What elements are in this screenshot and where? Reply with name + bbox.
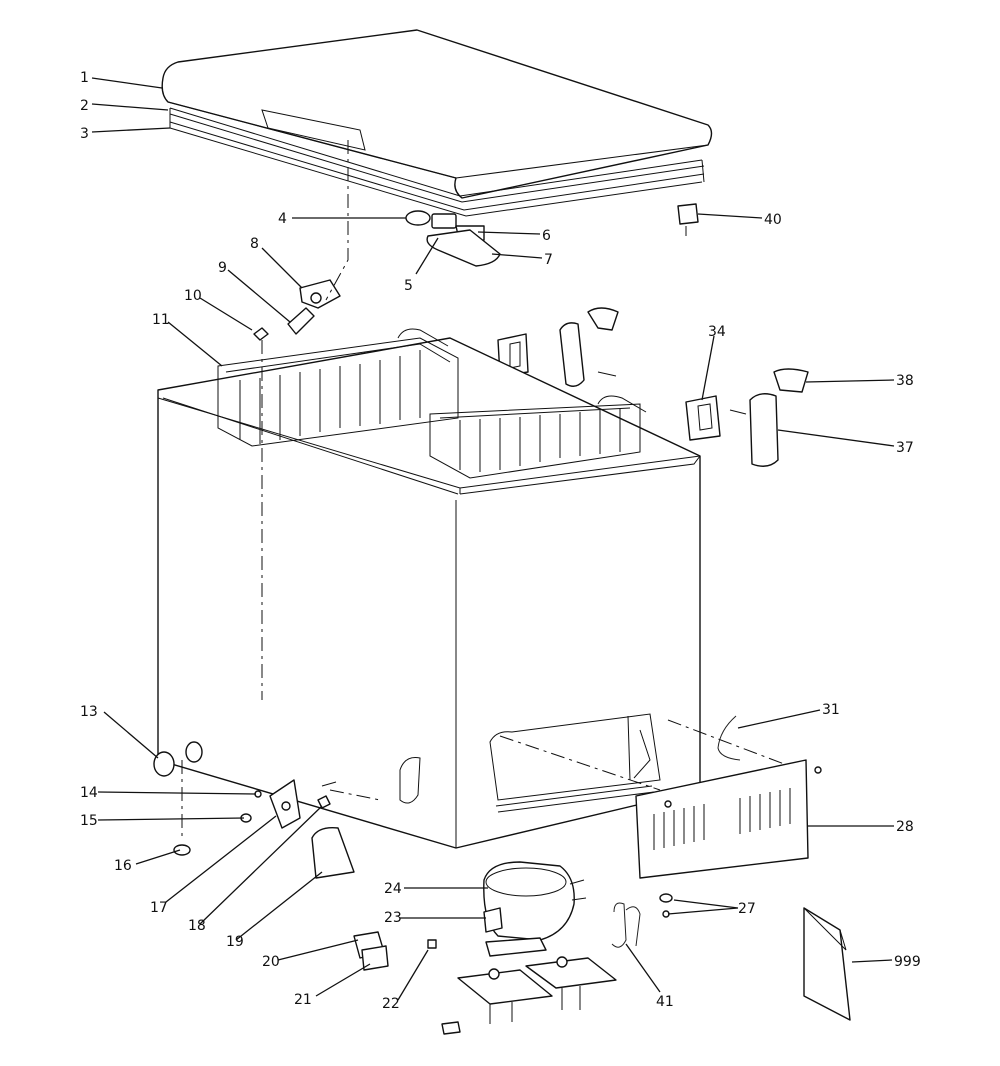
callout-17: 17 [150, 900, 168, 916]
lid-hinge [677, 203, 699, 236]
callout-4: 4 [278, 211, 287, 227]
callout-2: 2 [80, 98, 89, 114]
callout-23: 23 [384, 910, 402, 926]
callout-38: 38 [896, 373, 914, 389]
compressor [483, 861, 587, 957]
callout-labels: 1 2 3 4 5 6 7 8 9 10 11 13 14 15 16 17 1… [80, 70, 921, 1012]
callout-22: 22 [382, 996, 400, 1012]
clip [427, 939, 437, 949]
wire-basket [217, 328, 647, 479]
callout-3: 3 [80, 126, 89, 142]
drain-tube [717, 715, 741, 761]
callout-16: 16 [114, 858, 132, 874]
callout-27: 27 [738, 901, 756, 917]
thermostat-bracket [269, 779, 355, 879]
callout-1: 1 [80, 70, 89, 86]
lid-gasket [169, 107, 705, 217]
base-rails [441, 956, 617, 1035]
callout-41: 41 [656, 994, 674, 1010]
callout-13: 13 [80, 704, 98, 720]
callout-20: 20 [262, 954, 280, 970]
foot [659, 893, 673, 903]
hinge-bracket [253, 279, 341, 341]
compressor-compartment [489, 713, 801, 813]
callout-8: 8 [250, 236, 259, 252]
callout-7: 7 [544, 252, 553, 268]
callout-31: 31 [822, 702, 840, 718]
callout-999: 999 [894, 954, 921, 970]
callout-40: 40 [764, 212, 782, 228]
callout-28: 28 [896, 819, 914, 835]
callout-18: 18 [188, 918, 206, 934]
callout-11: 11 [152, 312, 170, 328]
callout-14: 14 [80, 785, 98, 801]
spring-clip [611, 902, 641, 948]
callout-9: 9 [218, 260, 227, 276]
castors [153, 741, 262, 856]
rear-hinges [497, 307, 809, 467]
lid [161, 29, 713, 199]
back-cover-panel [635, 759, 822, 879]
leader-lines [91, 77, 895, 1001]
callout-37: 37 [896, 440, 914, 456]
callout-19: 19 [226, 934, 244, 950]
callout-15: 15 [80, 813, 98, 829]
callout-10: 10 [184, 288, 202, 304]
callout-6: 6 [542, 228, 551, 244]
callout-21: 21 [294, 992, 312, 1008]
callout-24: 24 [384, 881, 402, 897]
lock-assembly [405, 210, 501, 267]
callout-5: 5 [404, 278, 413, 294]
callout-34: 34 [708, 324, 726, 340]
cabinet [157, 337, 701, 849]
relay [353, 931, 389, 971]
instruction-manual [803, 907, 851, 1021]
